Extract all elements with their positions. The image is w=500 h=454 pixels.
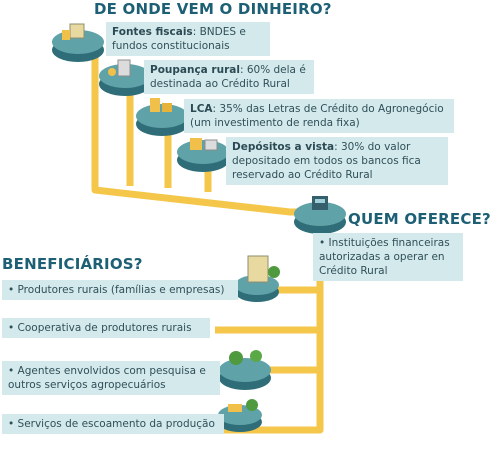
source-name: Fontes fiscais — [112, 26, 193, 38]
source-depositos-a-vista: Depósitos a vista: 30% do valor deposita… — [226, 137, 448, 185]
platform-source-1 — [52, 23, 104, 62]
source-lca: LCA: 35% das Letras de Crédito do Agrone… — [184, 99, 454, 133]
beneficiary-produtores: • Produtores rurais (famílias e empresas… — [2, 280, 238, 300]
source-poupanca-rural: Poupança rural: 60% dela é destinada ao … — [144, 60, 314, 94]
source-name: Depósitos a vista — [232, 141, 335, 153]
heading-offers: QUEM OFERECE? — [348, 210, 491, 228]
platform-offerer — [294, 196, 346, 234]
offerer-label: • Instituições financeiras autorizadas a… — [313, 233, 463, 281]
source-desc: : 35% das Letras de Crédito do Agronegóc… — [190, 103, 444, 129]
beneficiary-escoamento: • Serviços de escoamento da produção — [2, 414, 224, 434]
source-fontes-fiscais: Fontes fiscais: BNDES e fundos constituc… — [106, 22, 270, 56]
source-desc: : 60% dela é destinada ao Crédito Rural — [150, 64, 306, 90]
beneficiary-agentes: • Agentes envolvidos com pesquisa e outr… — [2, 361, 220, 395]
platform-source-4 — [177, 138, 229, 172]
source-name: LCA — [190, 103, 213, 115]
path-trunk — [215, 212, 324, 434]
heading-beneficiaries: BENEFICIÁRIOS? — [2, 255, 143, 273]
platform-ben-4 — [218, 399, 262, 432]
heading-title: DE ONDE VEM O DINHEIRO? — [94, 0, 332, 18]
platform-source-2 — [99, 59, 151, 96]
platform-source-3 — [136, 98, 188, 136]
platform-ben-3 — [219, 350, 271, 390]
source-name: Poupança rural — [150, 64, 240, 76]
source-desc: : BNDES e fundos constitucionais — [112, 26, 246, 52]
platform-ben-1 — [235, 255, 280, 302]
source-desc: : 30% do valor depositado em todos os ba… — [232, 141, 421, 181]
beneficiary-cooperativa: • Cooperativa de produtores rurais — [2, 318, 210, 338]
